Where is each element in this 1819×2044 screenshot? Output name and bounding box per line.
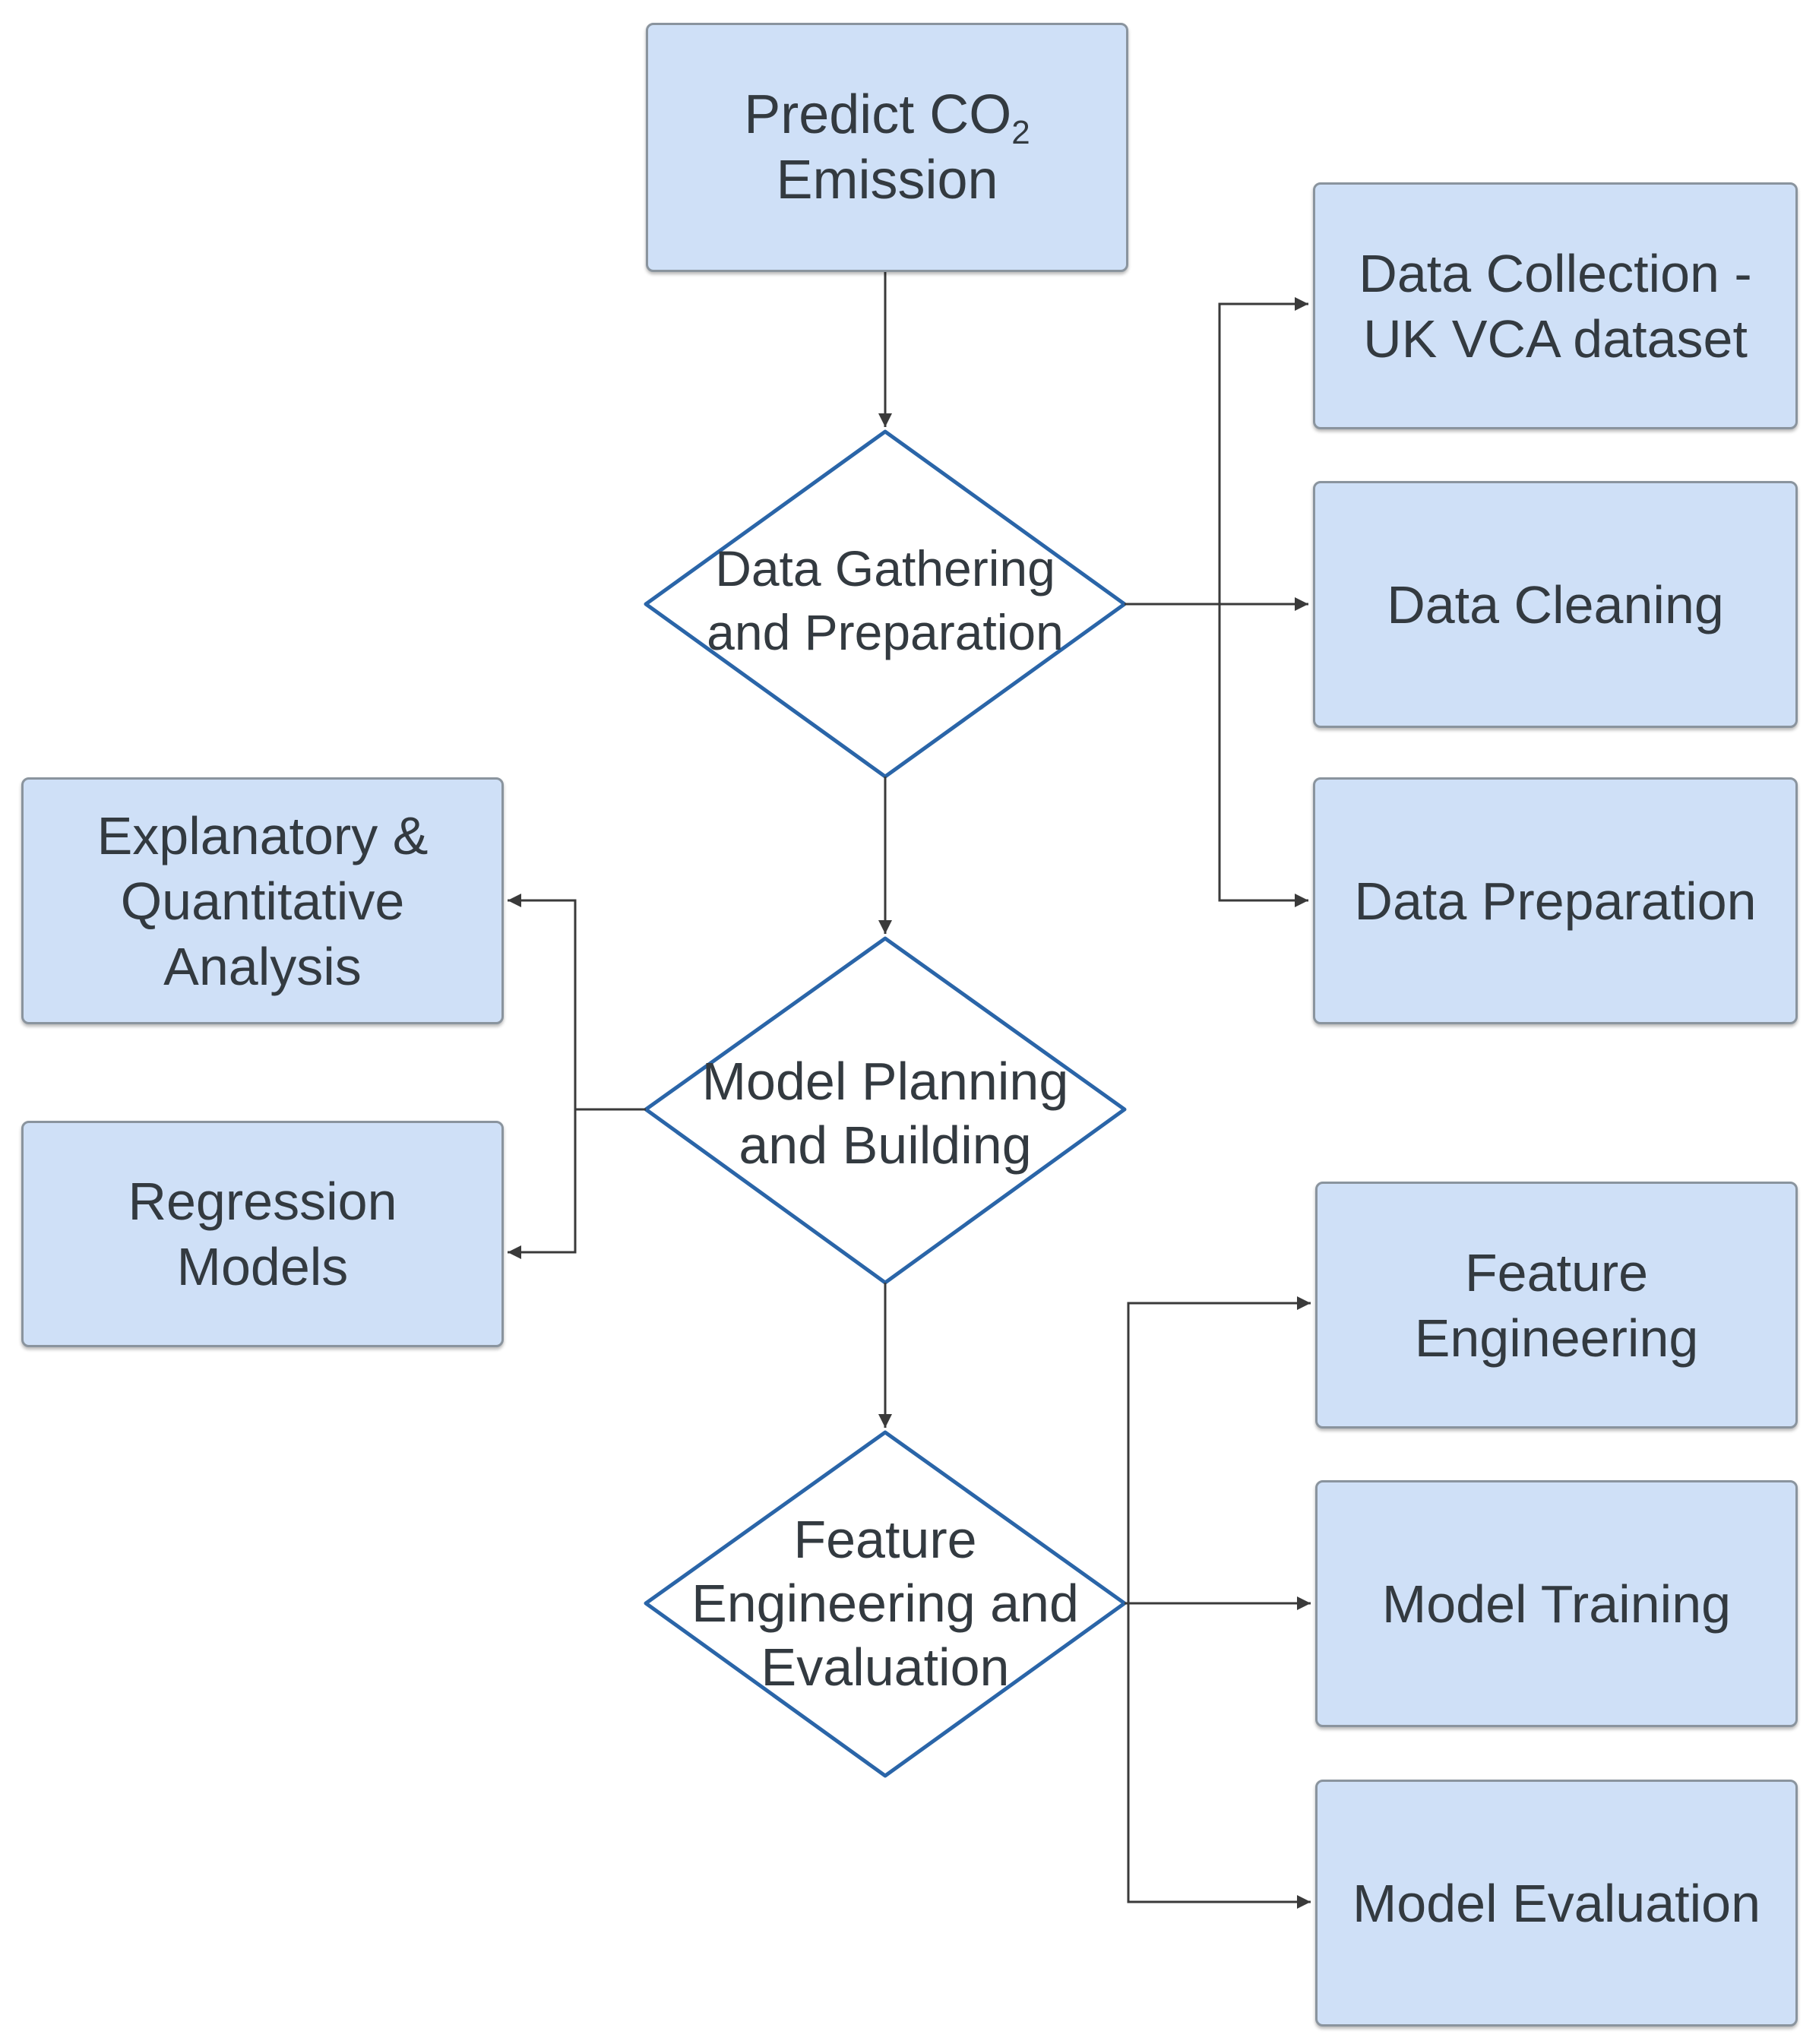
model-evaluation-line1: Model Evaluation — [1352, 1873, 1760, 1933]
evaluation-label-line3: Evaluation — [761, 1637, 1010, 1697]
connector-evaluation-to-feature-engineering — [1125, 1296, 1311, 1605]
feature-engineering-line1: Feature — [1464, 1242, 1649, 1302]
root-label-prefix: Predict — [744, 84, 930, 145]
data-cleaning-line1: Data Cleaning — [1387, 574, 1724, 634]
data-preparation-line1: Data Preparation — [1354, 871, 1757, 931]
root-label-line2: Emission — [776, 150, 998, 210]
root-label-subscript: 2 — [1011, 114, 1030, 151]
node-data-cleaning: Data Cleaning — [1313, 481, 1798, 728]
label-model-planning-and-building: Model Planning and Building — [661, 1033, 1109, 1193]
feature-engineering-line2: Engineering — [1414, 1308, 1699, 1368]
node-data-preparation: Data Preparation — [1313, 777, 1798, 1024]
connector-planning-to-explanatory — [508, 894, 646, 1111]
label-feature-engineering-and-evaluation: Feature Engineering and Evaluation — [661, 1501, 1109, 1706]
connector-planning-to-regression — [508, 1109, 577, 1259]
model-training-line1: Model Training — [1381, 1574, 1732, 1634]
evaluation-label-line2: Engineering and — [691, 1574, 1079, 1633]
data-collection-line2: UK VCA dataset — [1363, 308, 1748, 369]
node-explanatory-quantitative-analysis: Explanatory & Quantitative Analysis — [21, 777, 504, 1024]
explanatory-line2: Quantitative — [120, 871, 405, 931]
node-regression-models: Regression Models — [21, 1121, 504, 1347]
connector-evaluation-to-model-evaluation — [1127, 1603, 1311, 1909]
node-feature-engineering: Feature Engineering — [1315, 1182, 1798, 1429]
root-label-co: CO — [929, 84, 1012, 145]
label-data-gathering-and-preparation: Data Gathering and Preparation — [669, 524, 1102, 676]
explanatory-line3: Analysis — [163, 936, 362, 996]
node-predict-co2-emission: Predict CO2 Emission — [646, 23, 1128, 272]
decision-diamond-evaluation — [644, 1430, 1127, 1778]
node-data-collection: Data Collection - UK VCA dataset — [1313, 182, 1798, 429]
node-model-evaluation: Model Evaluation — [1315, 1780, 1798, 2027]
data-collection-line1: Data Collection - — [1359, 243, 1752, 303]
planning-label-line2: and Building — [739, 1115, 1032, 1175]
connector-gathering-to-collection — [1125, 297, 1308, 606]
gathering-label-line1: Data Gathering — [715, 540, 1055, 596]
regression-line1: Regression — [128, 1172, 397, 1231]
evaluation-label-line1: Feature — [793, 1510, 977, 1569]
explanatory-line1: Explanatory & — [96, 805, 429, 865]
node-model-training: Model Training — [1315, 1480, 1798, 1727]
gathering-label-line2: and Preparation — [707, 604, 1064, 660]
connector-gathering-to-preparation — [1218, 604, 1308, 907]
regression-line2: Models — [176, 1237, 349, 1296]
planning-label-line1: Model Planning — [701, 1052, 1069, 1111]
